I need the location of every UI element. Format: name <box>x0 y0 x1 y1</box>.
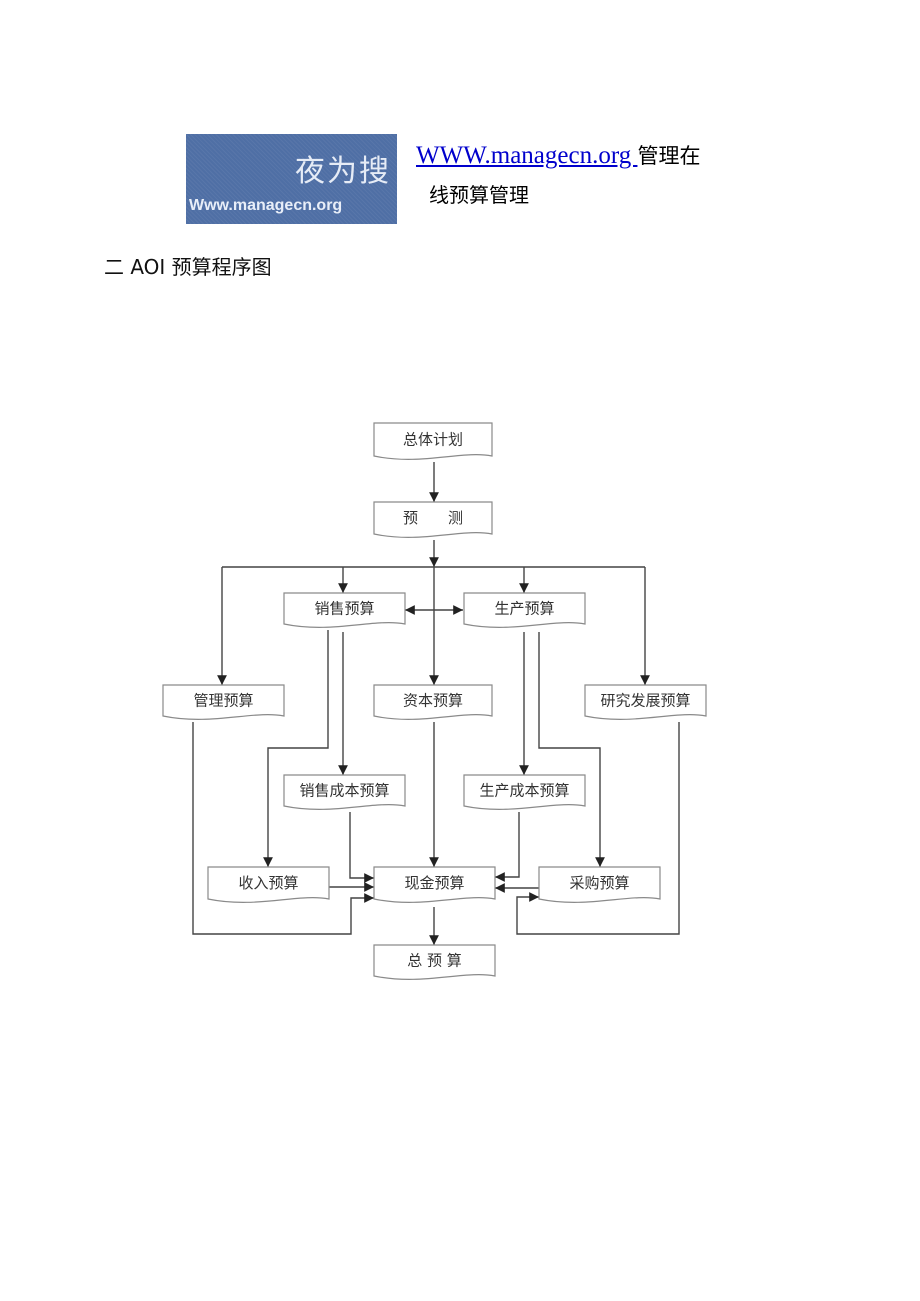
node-label: 预 测 <box>403 509 463 527</box>
section-heading: 二 AOI 预算程序图 <box>104 255 272 279</box>
node-cash-budget: 现金预算 <box>373 866 496 903</box>
node-admin-budget: 管理预算 <box>162 684 285 720</box>
logo-text-url: Www.managecn.org <box>189 197 343 214</box>
document-shape <box>373 501 493 538</box>
document-shape <box>373 684 493 720</box>
edge-admin-cash <box>192 722 374 935</box>
document-shape <box>162 684 285 720</box>
node-label: 现金预算 <box>404 874 464 892</box>
node-forecast: 预 测 <box>373 501 493 538</box>
header-line-2: 线预算管理 <box>429 183 529 207</box>
document-shape <box>584 684 707 720</box>
node-overall-plan: 总体计划 <box>373 422 493 460</box>
node-sales-budget: 销售预算 <box>283 592 406 628</box>
edge-sales-revenue <box>263 630 329 867</box>
node-production-budget: 生产预算 <box>463 592 586 628</box>
edge-production-purchase <box>538 632 605 867</box>
node-rd-budget: 研究发展预算 <box>584 684 707 720</box>
node-label: 资本预算 <box>403 692 463 710</box>
document-shape <box>373 422 493 460</box>
node-label: 研究发展预算 <box>600 692 690 710</box>
edge-prodcost-cash <box>495 812 520 882</box>
node-master-budget: 总 预 算 <box>373 944 496 980</box>
node-label: 总体计划 <box>403 431 463 449</box>
logo-text-cn: 夜为搜 <box>295 154 391 189</box>
node-production-cost-budget: 生产成本预算 <box>463 774 586 810</box>
document-shape <box>283 592 406 628</box>
flowchart-connectors <box>192 462 680 945</box>
node-label: 总 预 算 <box>407 952 462 970</box>
node-label: 生产预算 <box>494 600 554 618</box>
document-shape <box>538 866 661 903</box>
managecn-link[interactable]: WWW.managecn.org <box>416 142 638 169</box>
node-sales-cost-budget: 销售成本预算 <box>283 774 406 810</box>
document-shape <box>373 944 496 980</box>
header-suffix: 管理在 <box>637 144 701 168</box>
document-shape <box>283 774 406 810</box>
document-shape <box>373 866 496 903</box>
node-label: 管理预算 <box>193 692 253 710</box>
node-purchase-budget: 采购预算 <box>538 866 661 903</box>
header-line-1: WWW.managecn.org 管理在 <box>416 140 700 170</box>
node-label: 销售预算 <box>314 600 374 618</box>
document-shape <box>207 866 330 903</box>
edge-salescost-cash <box>349 812 374 883</box>
node-capital-budget: 资本预算 <box>373 684 493 720</box>
edge-rd-purchase <box>516 722 680 935</box>
node-label: 生产成本预算 <box>479 782 569 800</box>
node-label: 销售成本预算 <box>299 782 389 800</box>
document-shape <box>463 592 586 628</box>
managecn-logo: 夜为搜 Www.managecn.org <box>186 134 397 224</box>
document-shape <box>463 774 586 810</box>
node-revenue-budget: 收入预算 <box>207 866 330 903</box>
node-label: 收入预算 <box>238 874 298 892</box>
node-label: 采购预算 <box>569 874 629 892</box>
